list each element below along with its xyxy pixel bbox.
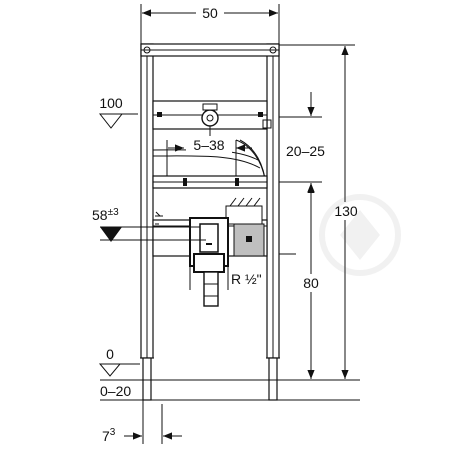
- frame-posts: [140, 43, 280, 401]
- lower-dimension: 80: [279, 184, 324, 379]
- adjust-label: 20–25: [286, 143, 325, 159]
- width-dimension: 50: [140, 4, 280, 44]
- ref-0-label: 0: [106, 346, 114, 362]
- height-label: 130: [334, 203, 358, 219]
- foot-dimension: 73: [102, 400, 182, 444]
- ref-0: 0: [98, 346, 140, 377]
- ref-58: 58±3: [92, 207, 206, 242]
- ref-100: 100: [98, 95, 138, 129]
- spacing-label: 5–38: [193, 137, 224, 153]
- pipe-region: [152, 139, 268, 189]
- adjust-dimension: 20–25: [279, 92, 325, 206]
- foot-label: 73: [102, 427, 116, 444]
- floor-range-label: 0–20: [100, 383, 131, 399]
- lower-label: 80: [303, 275, 319, 291]
- thread-callout: R ½": [231, 271, 262, 287]
- height-dimension: 130: [279, 44, 361, 379]
- upper-crossbar: [152, 100, 272, 140]
- thread-label: R ½": [231, 271, 262, 287]
- spacing-dimension: 5–38: [168, 136, 252, 154]
- watermark-logo: [319, 194, 401, 276]
- lower-module: [152, 197, 268, 307]
- ref-100-label: 100: [99, 95, 123, 111]
- ref-58-label: 58±3: [92, 207, 119, 223]
- width-label: 50: [202, 5, 218, 21]
- floor-lines: 0–20: [100, 379, 360, 401]
